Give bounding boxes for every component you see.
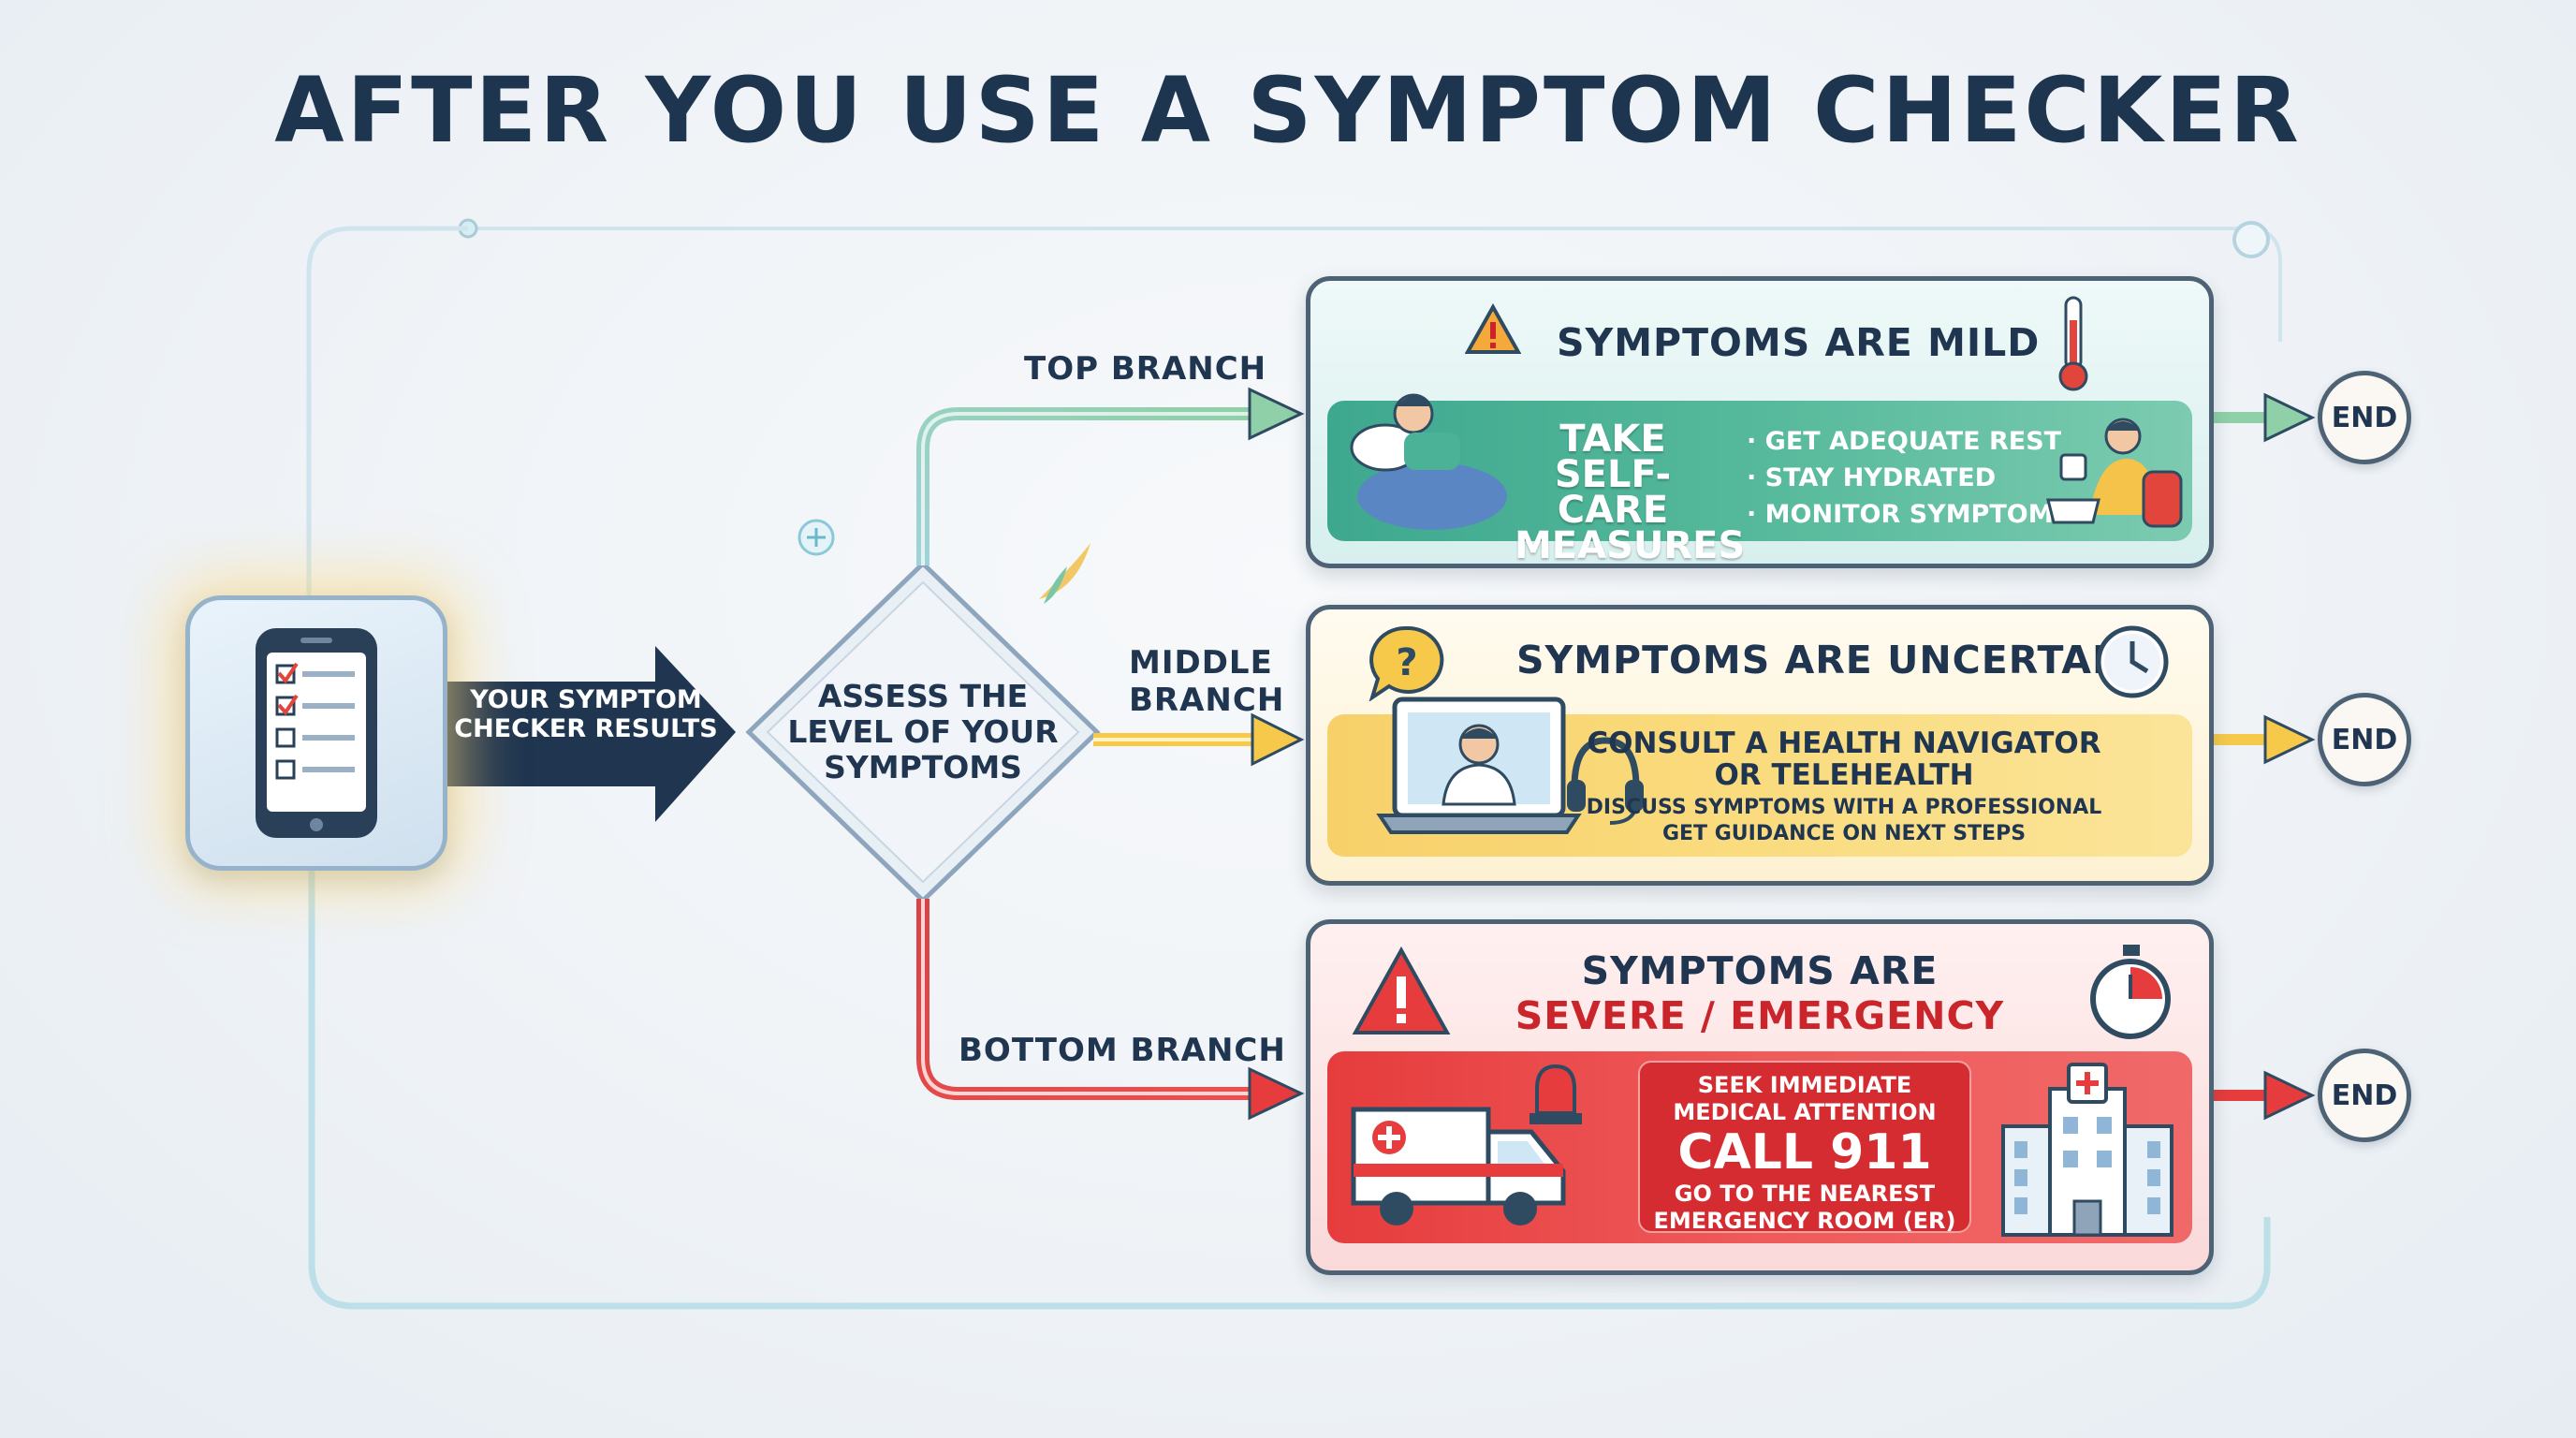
clock-icon <box>2096 625 2169 698</box>
top-branch-line-inner <box>921 412 1254 565</box>
results-arrow <box>438 646 736 822</box>
severe-title-emphasis: SEVERE / EMERGENCY <box>1515 993 2005 1038</box>
leaf-icon-2 <box>1044 566 1067 604</box>
uncertain-detail-line: GET GUIDANCE ON NEXT STEPS <box>1661 822 2027 845</box>
end-node-bottom: END <box>2318 1049 2411 1142</box>
page-title: AFTER YOU USE A SYMPTOM CHECKER <box>274 58 2302 163</box>
alarm-warning-icon <box>1352 946 1451 1034</box>
mild-bullet: GET ADEQUATE REST <box>1747 423 2071 460</box>
phone-checklist-icon <box>256 628 377 838</box>
bottom-branch-line-inner <box>921 899 1254 1095</box>
loop-node <box>2232 221 2270 258</box>
uncertain-title: SYMPTOMS ARE UNCERTAIN <box>1516 638 2141 682</box>
top-branch-line <box>916 407 1254 565</box>
end-node-top: END <box>2318 371 2411 464</box>
siren-icon <box>1530 1064 1582 1124</box>
severe-title: SYMPTOMS ARE SEVERE / EMERGENCY <box>1310 948 2209 1038</box>
severe-action-box: SEEK IMMEDIATE MEDICAL ATTENTION CALL 91… <box>1638 1061 1971 1234</box>
doctor-laptop-icon <box>1376 697 1582 834</box>
tea-person-icon <box>2046 418 2183 528</box>
mild-bullet: STAY HYDRATED <box>1747 460 2071 496</box>
warning-icon <box>1465 303 1521 354</box>
decision-diamond-inner <box>766 580 1080 884</box>
question-bubble-icon: ? <box>1368 625 1444 701</box>
uncertain-action-text: CONSULT A HEALTH NAVIGATOR OR TELEHEALTH <box>1587 726 2101 792</box>
mild-end-arrowhead <box>2263 392 2316 443</box>
stopwatch-icon <box>2090 945 2171 1039</box>
mild-bullet: MONITOR SYMPTOMS <box>1747 496 2071 533</box>
uncertain-detail-line: DISCUSS SYMPTOMS WITH A PROFESSIONAL <box>1586 796 2102 819</box>
left-loop-top <box>306 226 468 599</box>
mild-bullet-list: GET ADEQUATE REST STAY HYDRATED MONITOR … <box>1747 423 2071 533</box>
mild-card: SYMPTOMS ARE MILD TAKE SELF-CARE MEASURE… <box>1306 276 2214 568</box>
middle-branch-arrowhead <box>1251 712 1305 767</box>
severe-action-line: SEEK IMMEDIATE MEDICAL ATTENTION <box>1673 1072 1937 1125</box>
call-911-text: CALL 911 <box>1677 1124 1932 1181</box>
uncertain-end-arrowhead <box>2263 714 2316 765</box>
plus-bubble-plus <box>807 528 826 547</box>
decision-text: ASSESS THE LEVEL OF YOUR SYMPTOMS <box>787 678 1059 785</box>
resting-person-icon <box>1350 393 1507 530</box>
hospital-icon <box>2001 1063 2174 1237</box>
left-loop-bottom <box>308 861 2271 1310</box>
severe-end-arrowhead <box>2263 1070 2316 1121</box>
bottom-branch-arrowhead <box>1248 1066 1305 1121</box>
middle-branch-label: MIDDLE BRANCH <box>1129 644 1283 719</box>
ambulance-icon <box>1351 1107 1566 1225</box>
results-arrow-label: YOUR SYMPTOM CHECKER RESULTS <box>454 685 718 743</box>
uncertain-card: ? SYMPTOMS ARE UNCERTAIN CONSULT A HEALT… <box>1306 605 2214 886</box>
severe-title-line: SYMPTOMS ARE <box>1581 948 1939 993</box>
svg-text:?: ? <box>1396 641 1417 684</box>
top-branch-arrowhead <box>1248 387 1305 441</box>
middle-branch-label-text: MIDDLE BRANCH <box>1129 644 1285 719</box>
end-node-middle: END <box>2318 693 2411 786</box>
mild-action-text: TAKE SELF-CARE MEASURES <box>1515 418 1746 567</box>
headset-icon <box>1567 737 1644 825</box>
mild-title: SYMPTOMS ARE MILD <box>1557 320 2041 365</box>
uncertain-detail-text: DISCUSS SYMPTOMS WITH A PROFESSIONAL GET… <box>1535 795 2153 847</box>
top-branch-label: TOP BRANCH <box>1024 350 1267 388</box>
severe-action-line: GO TO THE NEAREST EMERGENCY ROOM (ER) <box>1653 1181 1956 1234</box>
start-phone-tile <box>185 595 447 871</box>
thermometer-icon <box>2058 296 2088 391</box>
bottom-branch-label: BOTTOM BRANCH <box>959 1032 1286 1069</box>
severe-card: SYMPTOMS ARE SEVERE / EMERGENCY SEEK IMM… <box>1306 919 2214 1275</box>
